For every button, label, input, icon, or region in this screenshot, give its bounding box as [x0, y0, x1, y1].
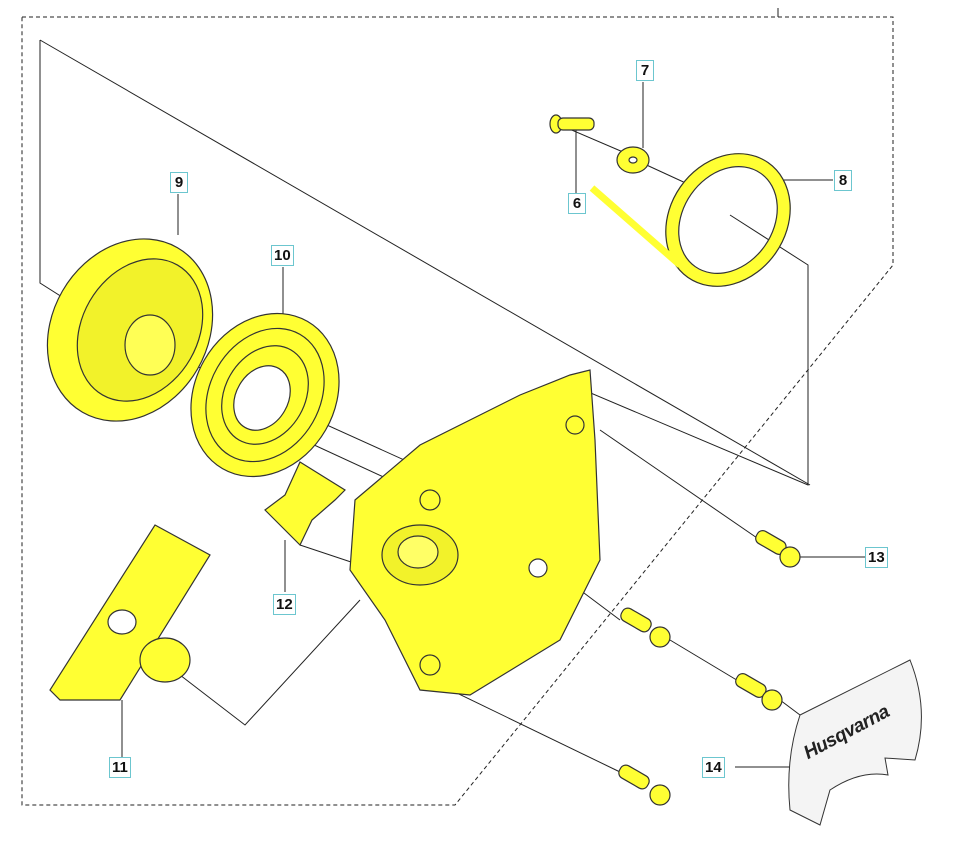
- callout-12[interactable]: 12: [273, 594, 296, 615]
- part-10-recoil-spring: [190, 312, 340, 478]
- part-11-handle: [49, 524, 211, 701]
- assembly-boundary: [21, 16, 894, 806]
- callout-13[interactable]: 13: [865, 547, 888, 568]
- part-14-decal: [788, 659, 922, 826]
- callout-8[interactable]: 8: [834, 170, 852, 191]
- part-8-spring: [589, 153, 791, 287]
- part-9-pulley: [46, 238, 214, 422]
- part-13-bolts: [618, 530, 801, 806]
- callout-7[interactable]: 7: [636, 60, 654, 81]
- starter-housing: [349, 369, 601, 696]
- callout-10[interactable]: 10: [271, 245, 294, 266]
- callout-6[interactable]: 6: [568, 193, 586, 214]
- callout-11[interactable]: 11: [109, 757, 131, 778]
- part-12-pawl: [264, 461, 346, 547]
- callout-9[interactable]: 9: [170, 172, 188, 193]
- callout-14[interactable]: 14: [702, 757, 725, 778]
